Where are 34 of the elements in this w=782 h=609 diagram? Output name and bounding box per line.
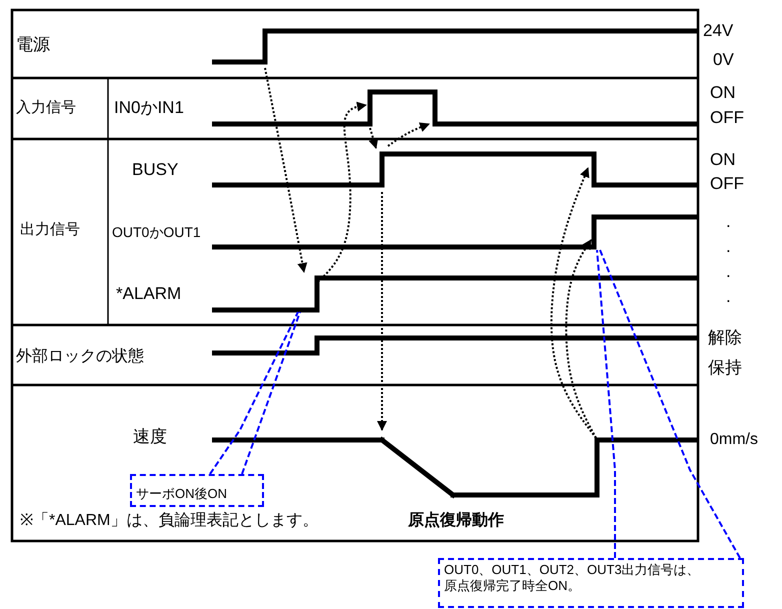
level-label: OFF: [710, 108, 744, 128]
level-label: 解除: [708, 328, 742, 348]
leader-line: [596, 250, 616, 558]
signal-label: *ALARM: [116, 284, 182, 304]
signal-label: 速度: [133, 427, 167, 447]
level-label: ON: [710, 83, 736, 103]
level-label: .: [726, 212, 731, 232]
signal-label: 出力信号: [20, 220, 80, 240]
signal-label: BUSY: [132, 160, 178, 180]
waveform-trace: [212, 214, 697, 250]
note-text: 原点復帰動作: [408, 511, 504, 531]
level-label: ON: [710, 150, 736, 170]
callout-box: [130, 474, 264, 507]
callout-text: サーボON後ON: [136, 486, 227, 501]
level-label: .: [726, 287, 731, 307]
callout-text: OUT0、OUT1、OUT2、OUT3出力信号は、原点復帰完了時全ON。: [444, 562, 700, 593]
signal-label: 入力信号: [16, 98, 76, 118]
level-label: .: [726, 262, 731, 282]
leader-line: [241, 312, 301, 474]
level-label: .: [726, 237, 731, 257]
signal-label: OUT0かOUT1: [112, 223, 201, 242]
note-text: ※「*ALARM」は、負論理表記とします。: [20, 511, 318, 531]
level-label: 0mm/s: [710, 430, 758, 450]
leader-line: [599, 250, 741, 558]
signal-label: 電源: [16, 35, 50, 55]
waveform-trace: [212, 276, 697, 312]
level-label: OFF: [710, 174, 744, 194]
leader-line: [209, 312, 299, 475]
level-label: 24V: [703, 21, 734, 41]
signal-label: 外部ロックの状態: [16, 347, 144, 367]
signal-label: IN0かIN1: [114, 98, 184, 118]
callout-box: [438, 558, 744, 608]
level-label: 保持: [708, 358, 742, 378]
level-label: 0V: [713, 50, 734, 70]
